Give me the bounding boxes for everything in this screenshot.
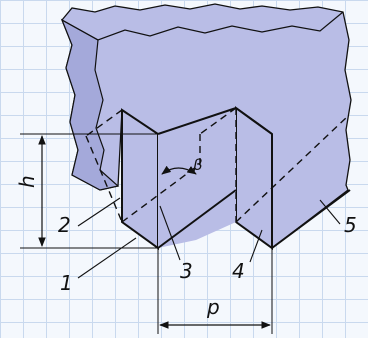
groove-edge-2	[157, 107, 237, 135]
p-label: p	[206, 295, 220, 319]
part-label-1: 1	[60, 271, 73, 295]
leaders	[77, 197, 341, 279]
groove-edge-4	[271, 189, 351, 249]
block-front-face	[60, 18, 120, 191]
hidden-edges	[85, 107, 349, 223]
part-label-2: 2	[58, 213, 71, 237]
part-label-3: 3	[180, 259, 193, 283]
groove-face	[158, 108, 236, 248]
part-label-4: 4	[232, 259, 245, 283]
part-label-5: 5	[344, 213, 357, 237]
groove-edge-1	[157, 189, 237, 249]
block-top-edge	[61, 11, 344, 41]
h-label: h	[15, 175, 39, 188]
groove-edge-3	[235, 107, 273, 135]
beta-label: β	[192, 156, 203, 174]
beta-arc	[161, 165, 197, 175]
